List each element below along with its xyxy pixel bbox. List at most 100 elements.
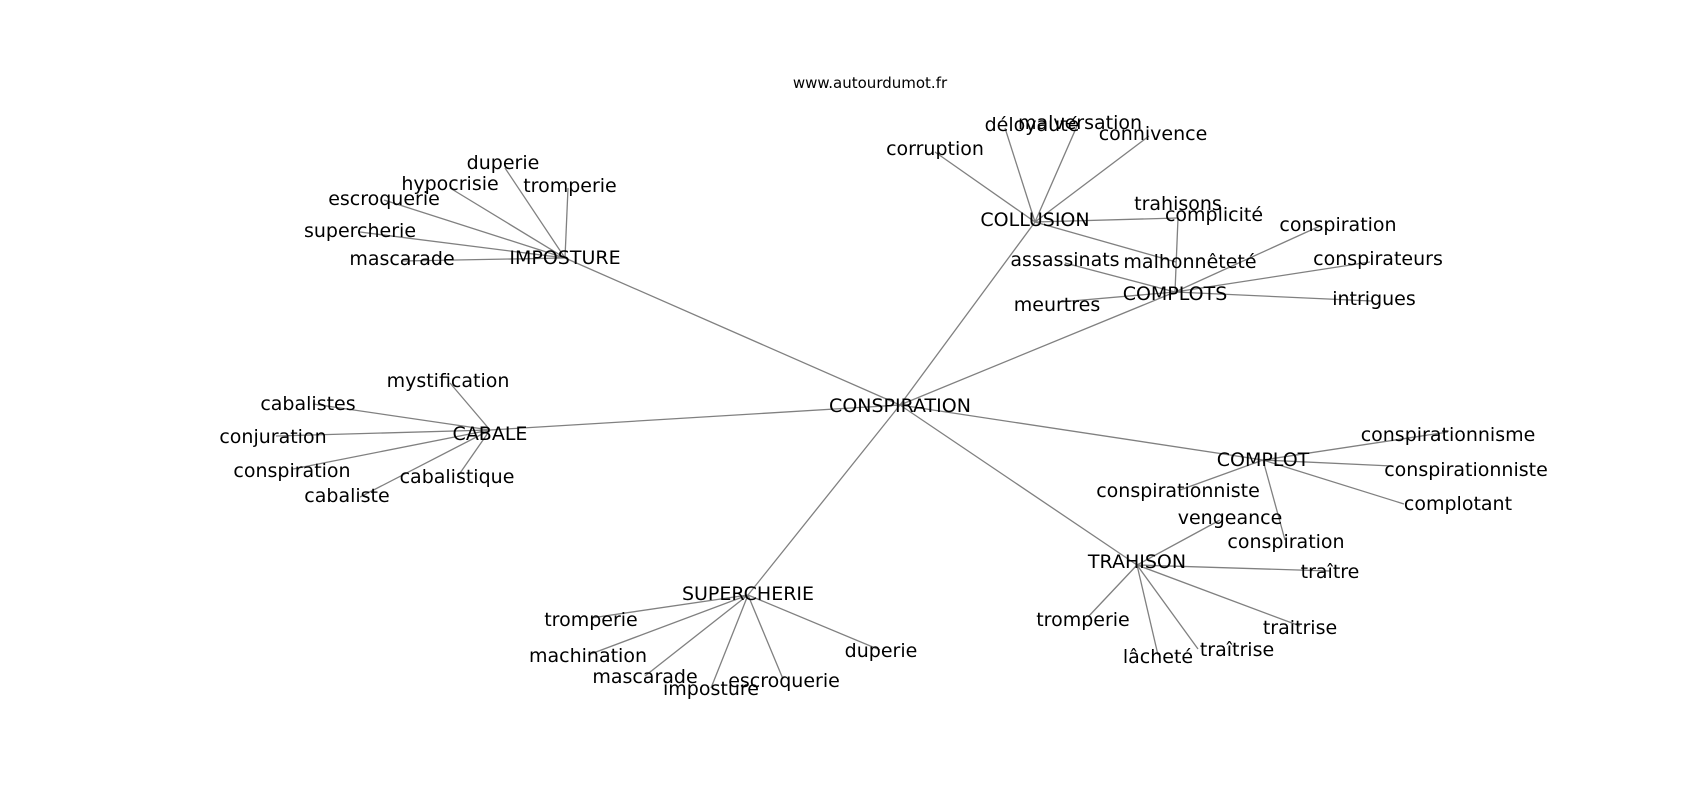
edge-n5-n35 — [1262, 459, 1405, 505]
edge-n3-n22 — [1174, 225, 1321, 293]
edge-n4-n26 — [449, 382, 491, 431]
edge-n7-n48 — [747, 594, 881, 651]
edge-n0-n4 — [489, 404, 901, 431]
node-label: lâcheté — [1123, 646, 1193, 668]
node-label: cabalistes — [260, 393, 355, 415]
node-label: COMPLOT — [1217, 449, 1310, 471]
edge-n4-n28 — [275, 429, 491, 437]
node-label: déloyauté — [985, 114, 1080, 136]
edge-n5-n33 — [1179, 459, 1264, 491]
edge-n3-n19 — [1174, 217, 1179, 293]
edge-n0-n6 — [899, 404, 1138, 566]
node-label: traîtrise — [1200, 639, 1274, 661]
node-label: SUPERCHERIE — [682, 583, 814, 605]
node-label: tromperie — [544, 609, 638, 631]
node-label: COLLUSION — [980, 209, 1089, 231]
edge-n7-n45 — [644, 594, 749, 677]
node-label: conjuration — [219, 426, 326, 448]
node-label: connivence — [1099, 123, 1208, 145]
edge-n4-n27 — [312, 403, 491, 431]
edge-n2-n18 — [1034, 217, 1179, 223]
edge-n2-n15 — [1034, 125, 1078, 223]
edge-n6-n36 — [1136, 519, 1221, 566]
edge-n7-n44 — [587, 594, 749, 656]
node-label: cabaliste — [304, 485, 389, 507]
edge-n0-n3 — [899, 291, 1176, 406]
node-label: conspirationniste — [1384, 459, 1548, 481]
edge-n2-n17 — [934, 151, 1036, 223]
node-label: meurtres — [1014, 294, 1100, 316]
edge-n6-n39 — [1087, 564, 1138, 618]
edge-n0-n2 — [899, 221, 1036, 406]
edge-n3-n24 — [1059, 291, 1176, 303]
edge-n1-n12 — [359, 231, 566, 259]
edge-n1-n10 — [564, 187, 569, 259]
node-label: supercherie — [304, 220, 416, 242]
node-label: duperie — [467, 152, 540, 174]
node-label: mascarade — [349, 248, 454, 270]
node-label: tromperie — [523, 175, 617, 197]
node-label: escroquerie — [728, 670, 840, 692]
edge-n1-n8 — [504, 167, 566, 259]
edge-n4-n30 — [457, 429, 491, 477]
edge-n2-n16 — [1034, 135, 1150, 223]
edge-n6-n38 — [1136, 564, 1331, 572]
edge-n1-n13 — [401, 257, 566, 262]
node-label: hypocrisie — [401, 173, 498, 195]
edge-n6-n40 — [1136, 564, 1301, 627]
node-label: complicité — [1165, 204, 1263, 226]
edge-n4-n31 — [359, 429, 491, 498]
node-label: mascarade — [592, 666, 697, 688]
node-label: machination — [529, 645, 647, 667]
node-label: assassinats — [1010, 249, 1119, 271]
node-label: conspiration — [233, 460, 350, 482]
edge-n0-n5 — [899, 404, 1264, 461]
edge-n3-n21 — [1064, 262, 1176, 293]
node-label: corruption — [886, 138, 984, 160]
edge-n5-n34 — [1262, 459, 1393, 467]
edge-n6-n42 — [1136, 564, 1199, 650]
node-label: conspiration — [1227, 531, 1344, 553]
node-label: conspirationniste — [1096, 480, 1260, 502]
edge-n7-n43 — [590, 594, 749, 619]
node-label: trahisons — [1134, 193, 1222, 215]
node-label: imposture — [663, 678, 759, 700]
node-label: conspirationnisme — [1361, 424, 1536, 446]
node-label: TRAHISON — [1087, 551, 1186, 573]
node-label: duperie — [845, 640, 918, 662]
node-label: COMPLOTS — [1123, 283, 1228, 305]
node-label: tromperie — [1036, 609, 1130, 631]
node-label-layer: CONSPIRATION IMPOSTURE COLLUSION COMPLOTS CA… — [219, 112, 1547, 700]
node-label: escroquerie — [328, 188, 440, 210]
edge-n0-n1 — [564, 257, 901, 406]
edge-n2-n20 — [1034, 221, 1177, 263]
edge-n5-n32 — [1262, 431, 1449, 461]
node-label: conspirateurs — [1313, 248, 1443, 270]
watermark: www.autourdumot.fr — [793, 74, 948, 92]
node-label: traître — [1301, 561, 1360, 583]
edge-layer — [275, 125, 1449, 689]
edge-n7-n47 — [747, 594, 784, 680]
node-label: cabalistique — [400, 466, 515, 488]
edge-n6-n41 — [1136, 564, 1159, 656]
node-label: malversation — [1018, 112, 1142, 134]
node-label: mystification — [387, 370, 510, 392]
edge-n3-n25 — [1174, 291, 1373, 302]
node-label: intrigues — [1332, 288, 1416, 310]
edge-n4-n29 — [292, 429, 491, 470]
edge-n1-n11 — [383, 199, 566, 259]
node-label: malhonnêteté — [1123, 251, 1256, 273]
node-label: IMPOSTURE — [509, 247, 620, 269]
edge-n5-n37 — [1262, 459, 1286, 541]
edge-n7-n46 — [710, 594, 749, 689]
node-label: CABALE — [453, 423, 528, 445]
edge-n2-n14 — [1004, 127, 1036, 223]
edge-n1-n9 — [449, 187, 566, 259]
node-label: complotant — [1404, 493, 1512, 515]
root-node-label: CONSPIRATION — [829, 395, 971, 417]
edge-n3-n23 — [1174, 261, 1371, 293]
edge-n0-n7 — [747, 404, 901, 596]
node-label: traitrise — [1263, 617, 1337, 639]
node-label: conspiration — [1279, 214, 1396, 236]
